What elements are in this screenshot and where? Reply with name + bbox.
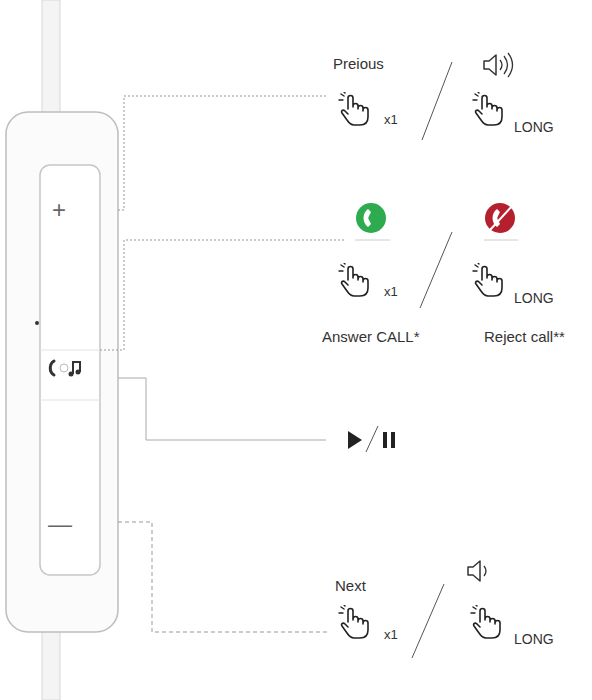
press-type: LONG: [514, 120, 554, 134]
press-type: LONG: [514, 632, 554, 646]
press-count: x1: [384, 113, 398, 126]
function-label: Preious: [333, 56, 384, 71]
press-type: LONG: [514, 291, 554, 305]
press-count: x1: [384, 285, 398, 298]
function-label: Next: [335, 578, 366, 593]
button-symbol: —: [48, 512, 72, 536]
function-label: Answer CALL*: [322, 329, 420, 344]
function-label: Reject call**: [484, 329, 565, 344]
press-count: x1: [384, 628, 398, 641]
button-symbol: +: [52, 198, 66, 222]
